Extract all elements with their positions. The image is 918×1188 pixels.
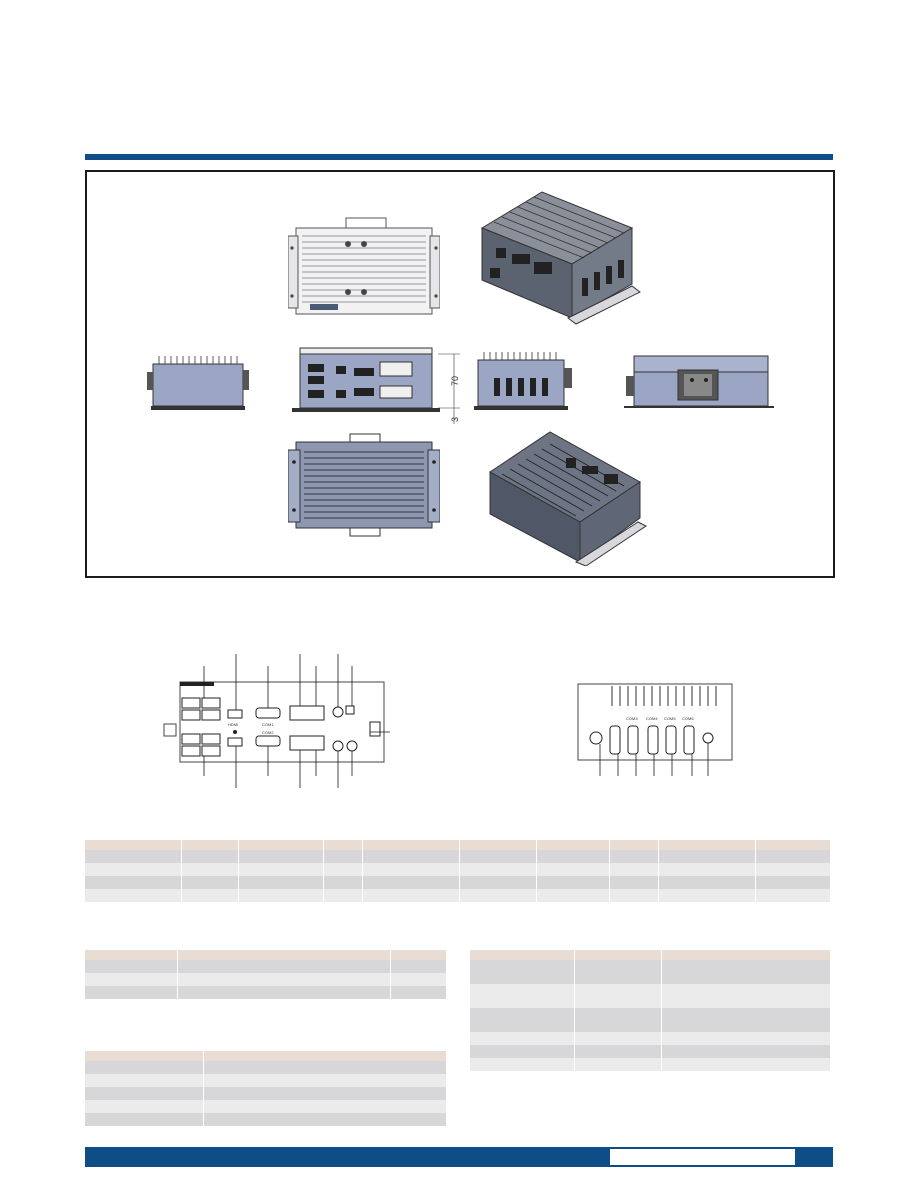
front-io-callout-diagram: HDMI COM1 COM2 (160, 650, 400, 790)
table-row (85, 876, 831, 889)
com2-label: COM2 (262, 730, 274, 735)
spec-table-right (470, 950, 831, 1071)
left-side-view-drawing (143, 354, 251, 412)
bottom-view-drawing (288, 432, 440, 540)
table-row (85, 1061, 447, 1074)
footer-label-box (610, 1149, 795, 1165)
front-view-drawing: 70 3 (288, 346, 468, 426)
table-header-row (470, 950, 831, 960)
table-row (470, 1045, 831, 1058)
table-row (85, 863, 831, 876)
table-row (470, 1032, 831, 1045)
com4-label: COM4 (646, 716, 658, 721)
table-row (85, 1113, 447, 1126)
table-row (85, 889, 831, 902)
table-header-row (85, 1051, 447, 1061)
rear-view-drawing (472, 350, 576, 412)
header-rule (85, 154, 833, 160)
table-row (85, 973, 447, 986)
com3-label: COM3 (626, 716, 638, 721)
spec-table-left-1 (85, 950, 447, 999)
right-side-view-drawing (622, 352, 774, 412)
com1-label: COM1 (262, 722, 274, 727)
spec-table-left-2 (85, 1051, 447, 1126)
base-dimension: 3 (450, 417, 460, 422)
dimension-drawing-frame (85, 170, 835, 578)
table-header-row (85, 950, 447, 960)
table-row (470, 960, 831, 984)
table-row (85, 850, 831, 863)
spec-table-wide (85, 840, 831, 902)
table-row (85, 1100, 447, 1113)
table-header-row (85, 840, 831, 850)
com5-label: COM5 (664, 716, 676, 721)
table-row (470, 1058, 831, 1071)
table-row (85, 960, 447, 973)
table-row (470, 984, 831, 1008)
table-row (85, 1074, 447, 1087)
hdmi-label: HDMI (228, 722, 238, 727)
table-row (85, 986, 447, 999)
isometric-top-drawing (472, 188, 642, 328)
isometric-bottom-drawing (480, 422, 650, 566)
top-view-drawing (288, 214, 440, 322)
rear-io-callout-diagram: COM3 COM4 COM5 COM6 (572, 676, 742, 786)
table-row (470, 1008, 831, 1032)
height-dimension: 70 (450, 376, 460, 386)
com6-label: COM6 (682, 716, 694, 721)
table-row (85, 1087, 447, 1100)
